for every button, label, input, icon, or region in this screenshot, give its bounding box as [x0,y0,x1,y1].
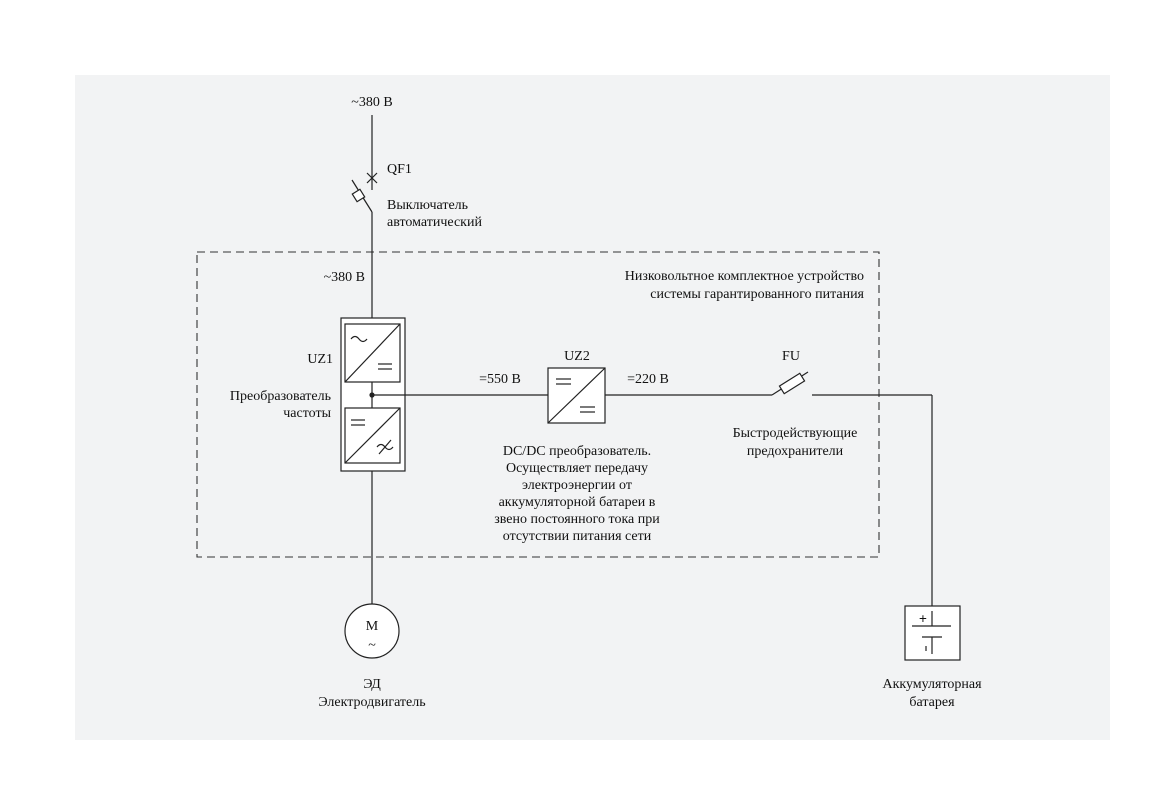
fuse-desc-line2: предохранители [747,444,844,459]
uz2-desc-line5: звено постоянного тока при [494,512,660,527]
fuse-ref-label: FU [782,349,800,364]
uz1-ref-label: UZ1 [307,352,333,367]
fuse-desc-line1: Быстродействующие [733,426,858,441]
uz2-desc-line4: аккумуляторной батареи в [499,495,656,510]
uz1-desc-line1: Преобразователь [230,389,331,404]
uz2-desc-line2: Осуществляет передачу [506,461,648,476]
uz2-ref-label: UZ2 [564,349,590,364]
motor-symbol [344,603,400,659]
battery-symbol [904,605,961,661]
supply-voltage-label: ~380 В [351,95,392,110]
lvcu-input-voltage-label: ~380 В [324,270,365,285]
fuse-symbol [771,371,932,396]
battery-desc-line2: батарея [909,695,955,710]
breaker-desc-line1: Выключатель [387,198,468,213]
lvcu-title-line2: системы гарантированного питания [650,287,864,302]
uz2-desc-line3: электроэнергии от [522,478,632,493]
lvcu-title-line1: Низковольтное комплектное устройство [625,269,864,284]
dc-link-voltage-label: =550 В [479,372,521,387]
uz2-desc-line1: DC/DC преобразователь. [503,444,651,459]
uz2-output-voltage-label: =220 В [627,372,669,387]
motor-desc-label: Электродвигатель [318,695,425,710]
battery-plus-sign: + [919,611,927,626]
motor-letter: М [366,619,379,634]
lvcu-boundary [196,251,880,558]
breaker-desc-line2: автоматический [387,215,482,230]
uz1-desc-line2: частоты [283,406,331,421]
motor-ref-label: ЭД [363,677,381,692]
dcdc-converter-uz2 [547,367,606,424]
uz2-desc-line6: отсутствии питания сети [503,529,652,544]
breaker-ref-label: QF1 [387,162,412,177]
motor-ac-symbol: ~ [368,638,376,653]
circuit-breaker-symbol [351,172,378,213]
battery-desc-line1: Аккумуляторная [882,677,982,692]
